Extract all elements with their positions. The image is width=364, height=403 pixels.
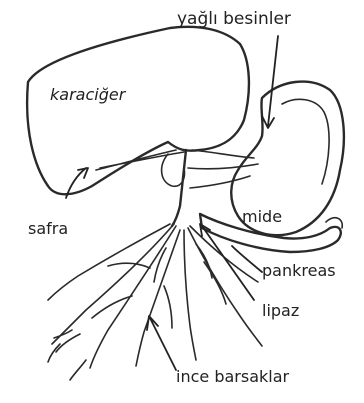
- label-small-intestine: ince barsaklar: [176, 367, 290, 386]
- duct-to-stomach: [190, 176, 250, 188]
- label-bile: safra: [28, 219, 68, 238]
- gallbladder: [162, 154, 185, 186]
- label-pancreas: pankreas: [262, 261, 336, 280]
- label-lipase: lipaz: [262, 301, 299, 320]
- common-bile-duct: [172, 150, 186, 226]
- fatty-foods-arrow: [262, 36, 278, 128]
- pancreas-arrow: [232, 246, 262, 272]
- intestine-branches: [48, 224, 262, 380]
- lipase-arrow: [200, 224, 254, 300]
- label-fatty-foods: yağlı besinler: [177, 9, 291, 29]
- label-liver: karaciğer: [50, 85, 127, 104]
- label-stomach: mide: [242, 207, 282, 226]
- bile-duct-branch-right: [188, 150, 258, 169]
- bile-duct-branch-left: [96, 150, 184, 170]
- stomach-inner-contour: [282, 99, 329, 184]
